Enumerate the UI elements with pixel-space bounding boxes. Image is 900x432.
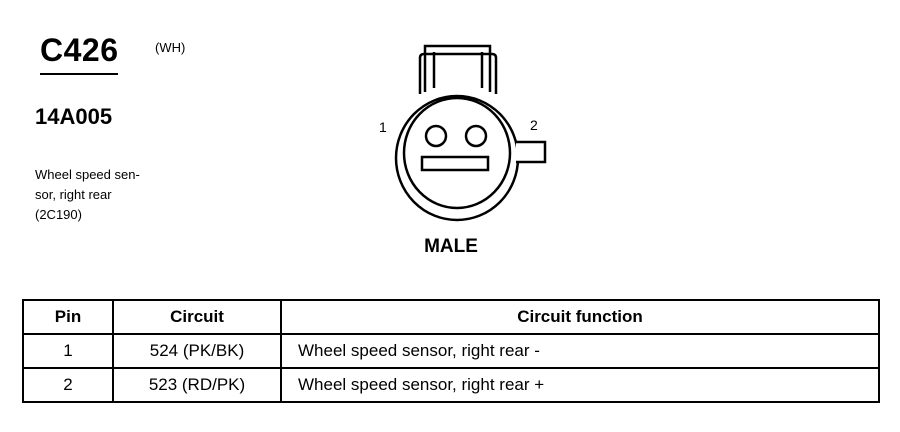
- table-row: 2 523 (RD/PK) Wheel speed sensor, right …: [22, 367, 880, 403]
- cell-pin: 1: [22, 333, 114, 369]
- locking-tab-inner: [418, 52, 498, 94]
- connector-gender: MALE: [424, 236, 478, 257]
- connector-color: (WH): [155, 40, 186, 55]
- cell-circuit: 523 (RD/PK): [112, 367, 282, 403]
- cell-function: Wheel speed sensor, right rear -: [280, 333, 880, 369]
- description-line: (2C190): [35, 207, 82, 222]
- connector-id: C426: [40, 32, 119, 68]
- cell-circuit: 524 (PK/BK): [112, 333, 282, 369]
- cell-pin: 2: [22, 367, 114, 403]
- header-circuit: Circuit: [112, 299, 282, 335]
- pin-2-label: 2: [530, 117, 538, 133]
- pin-1-label: 1: [379, 119, 387, 135]
- connector-key: [516, 140, 547, 164]
- locking-tab: [423, 44, 492, 92]
- pin-1-terminal: [424, 124, 448, 148]
- pin-2-terminal: [464, 124, 488, 148]
- connector-face-diagram: 1 2: [379, 44, 547, 222]
- table-row: 1 524 (PK/BK) Wheel speed sensor, right …: [22, 333, 880, 369]
- terminal-bar: [420, 155, 490, 172]
- cell-function: Wheel speed sensor, right rear +: [280, 367, 880, 403]
- description-line: Wheel speed sen-: [35, 167, 140, 182]
- part-number: 14A005: [35, 104, 113, 129]
- connector-description: Wheel speed sen- sor, right rear (2C190): [35, 165, 185, 225]
- connector-id-underline: [40, 73, 118, 75]
- description-line: sor, right rear: [35, 187, 112, 202]
- header-pin: Pin: [22, 299, 114, 335]
- connector-face: [402, 96, 512, 210]
- header-circuit-function: Circuit function: [280, 299, 880, 335]
- pin-table: Pin Circuit Circuit function 1 524 (PK/B…: [22, 299, 880, 403]
- table-header-row: Pin Circuit Circuit function: [22, 299, 880, 335]
